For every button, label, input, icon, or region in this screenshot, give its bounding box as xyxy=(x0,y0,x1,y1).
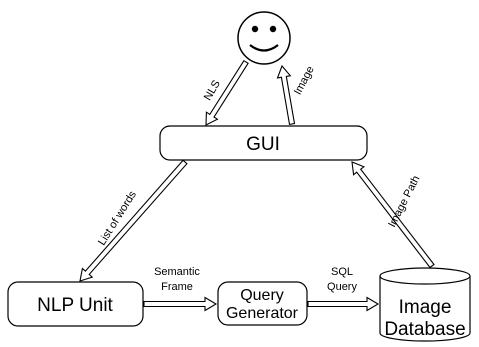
image-database-cylinder: Image Database xyxy=(379,267,471,342)
arrow-gui-to-user xyxy=(276,64,296,126)
smiley-face-icon xyxy=(237,11,291,65)
gui-box: GUI xyxy=(159,125,368,161)
nlp-unit-box: NLP Unit xyxy=(7,281,144,327)
arrows xyxy=(79,59,435,312)
query-generator-line1: Query xyxy=(240,287,284,304)
edge-label-image: Image xyxy=(292,64,317,97)
arrow-nlp-to-query xyxy=(143,296,218,312)
nlp-unit-label: NLP Unit xyxy=(37,295,113,316)
edge-label-sql-line1: SQL xyxy=(331,266,353,278)
arrow-user-to-gui xyxy=(205,59,249,126)
edge-label-image-path: Image Path xyxy=(386,174,422,230)
edge-label-semantic-line1: Semantic xyxy=(154,266,200,278)
query-generator-line2: Generator xyxy=(226,305,299,322)
arrow-gui-to-nlp xyxy=(79,159,188,282)
image-database-line2: Database xyxy=(384,319,465,340)
arrow-db-to-gui xyxy=(351,161,435,269)
gui-label: GUI xyxy=(246,134,280,155)
edge-label-semantic-line2: Frame xyxy=(161,281,193,293)
edge-label-sql-line2: Query xyxy=(327,281,357,293)
arrow-query-to-db xyxy=(307,296,380,312)
query-generator-box: Query Generator xyxy=(217,281,308,326)
image-database-line1: Image xyxy=(399,297,452,318)
